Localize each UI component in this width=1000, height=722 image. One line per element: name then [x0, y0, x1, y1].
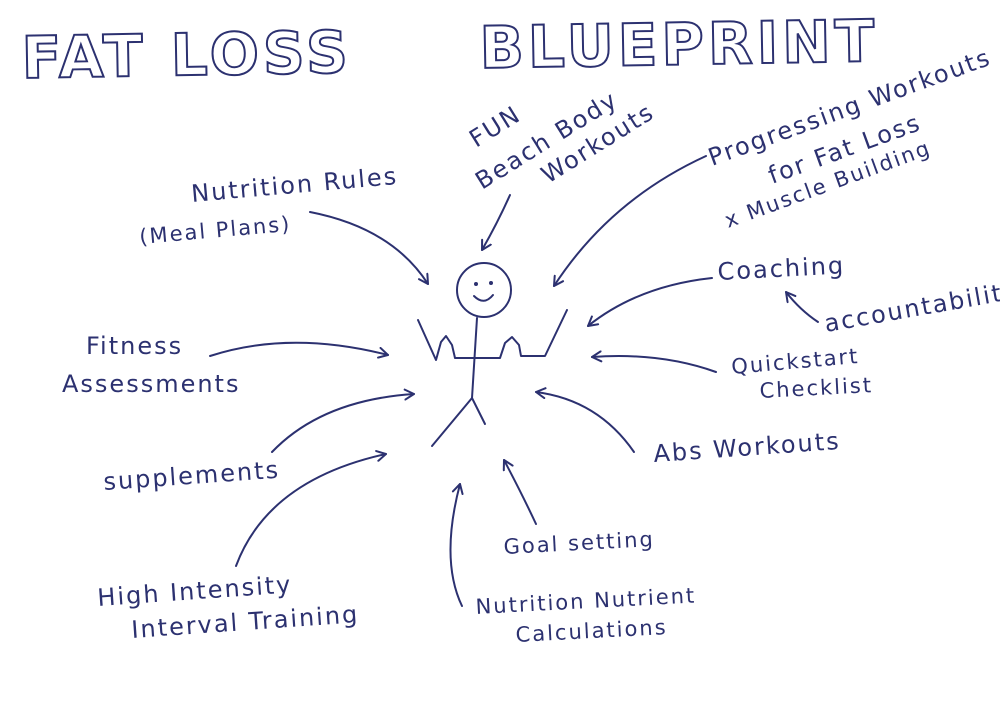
arrow-quickstart [591, 350, 717, 373]
arrow-goal-setting [502, 459, 537, 525]
figure-arms [417, 309, 568, 361]
figure-eye-right [489, 281, 493, 285]
figure-head [456, 262, 512, 318]
arrow-hiit [235, 450, 387, 567]
title-blueprint: BLUEPRINT [479, 7, 879, 82]
label-meal-plans: (Meal Plans) [138, 212, 292, 249]
arrow-nutrition-rules [309, 211, 429, 285]
stick-figure [417, 262, 568, 447]
arrow-supplements [271, 388, 415, 453]
arrow-coaching [587, 277, 713, 327]
labels: FUN Beach Body Workouts Progressing Work… [62, 43, 1000, 647]
label-fitness: Fitness [86, 332, 183, 360]
arrow-progressing [553, 155, 707, 287]
label-supplements: supplements [102, 456, 280, 496]
label-nutrition-rules: Nutrition Rules [190, 162, 399, 208]
label-goal-setting: Goal setting [503, 527, 655, 559]
figure-eye-left [474, 282, 478, 286]
arrow-abs [535, 387, 635, 453]
figure-legs [431, 397, 486, 447]
label-checklist: Checklist [759, 373, 874, 403]
label-assessments: Assessments [62, 370, 240, 398]
label-abs-workouts: Abs Workouts [652, 427, 841, 468]
figure-smile [473, 294, 494, 302]
arrow-accountability [785, 291, 819, 323]
label-accountability: accountability [822, 276, 1000, 338]
arrows [209, 155, 819, 607]
arrow-fun-workouts [481, 194, 511, 251]
title-fat-loss: FAT LOSS [21, 18, 352, 92]
label-coaching: Coaching [717, 251, 846, 286]
label-nutrient-2: Calculations [515, 615, 668, 647]
label-nutrient-1: Nutrition Nutrient [475, 583, 697, 619]
arrow-nutrient-calc [449, 483, 464, 607]
label-quickstart: Quickstart [730, 344, 860, 379]
arrow-fitness [209, 341, 389, 359]
